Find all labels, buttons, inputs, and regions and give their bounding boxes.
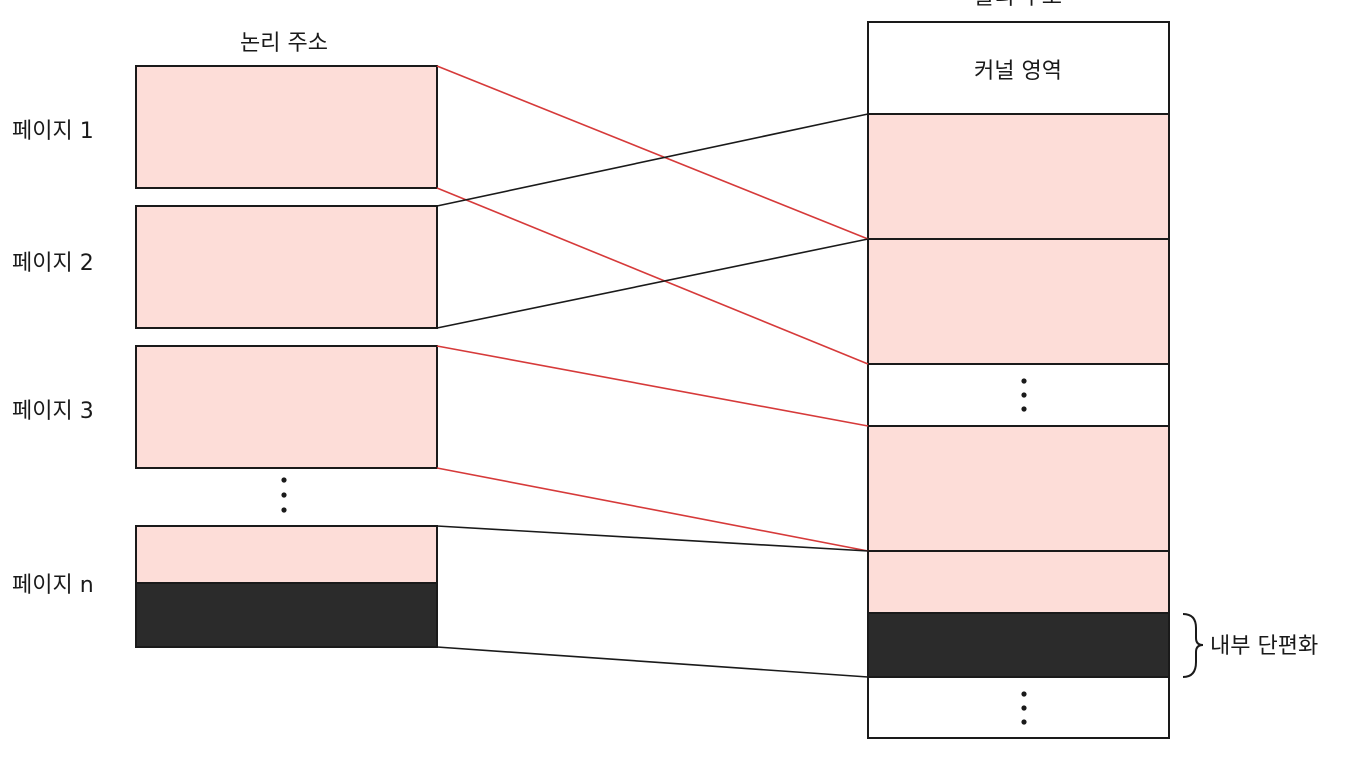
right-brace-icon [1182,613,1204,678]
logical-page-n-used [135,525,438,585]
physical-frame-4-fragment [867,612,1170,678]
page-label-2: 페이지 2 [12,251,94,276]
mapping-line-page1-top [436,65,869,240]
kernel-area-label: 커널 영역 [974,59,1062,84]
physical-frame-4-used [867,550,1170,614]
kernel-area [867,21,1170,115]
page-label-n: 페이지 n [12,573,94,598]
mapping-line-page1-bottom [436,187,869,365]
page-label-3: 페이지 3 [12,399,94,424]
logical-page-3 [135,345,438,469]
physical-frame-1 [867,113,1170,240]
mapping-line-page2-top [436,113,869,207]
logical-page-1 [135,65,438,189]
logical-page-2 [135,205,438,329]
physical-address-title: 물리 주소 [974,0,1062,10]
physical-frame-2 [867,238,1170,365]
logical-ellipsis [281,477,287,513]
mapping-line-page3-bottom [436,467,869,552]
physical-ellipsis-2 [1021,691,1027,725]
physical-frame-empty-2 [867,676,1170,739]
logical-address-title: 논리 주소 [240,31,328,56]
logical-page-n-unused [135,582,438,648]
mapping-line-page3-top [436,345,869,427]
physical-frame-3 [867,425,1170,552]
physical-frame-empty-1 [867,363,1170,427]
mapping-line-page2-bottom [436,238,869,329]
internal-fragmentation-label: 내부 단편화 [1210,634,1318,659]
physical-ellipsis-1 [1021,378,1027,412]
mapping-line-pagen-bottom [436,646,869,678]
page-label-1: 페이지 1 [12,119,94,144]
mapping-line-pagen-top [436,525,869,552]
